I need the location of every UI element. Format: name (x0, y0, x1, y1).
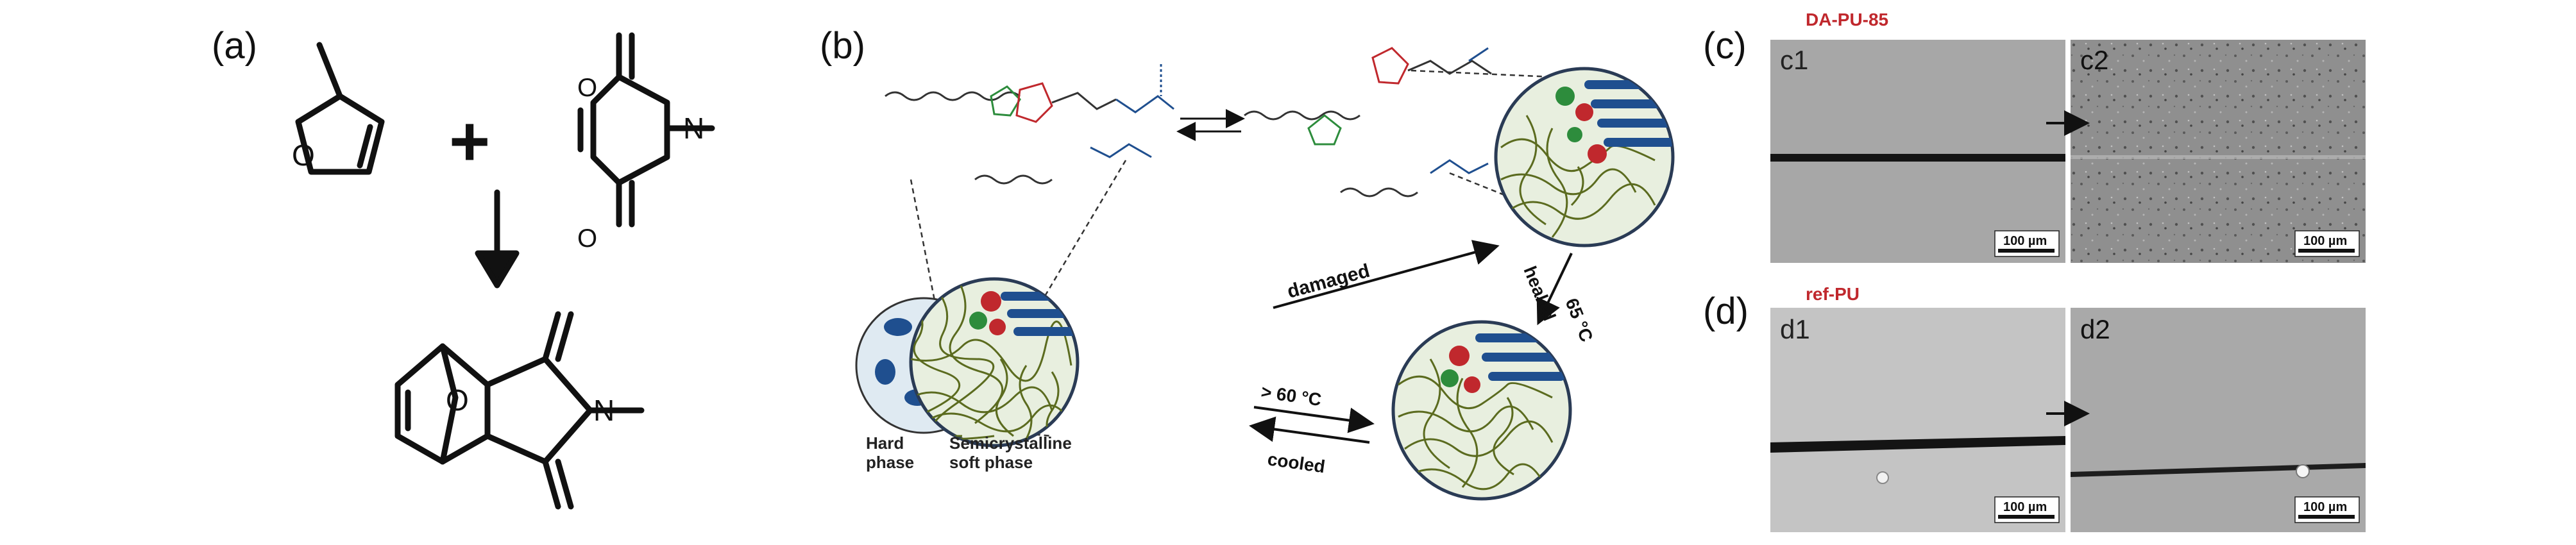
furan-oxygen-label: O (292, 138, 315, 172)
label-c2: c2 (2080, 45, 2108, 75)
scale-bar-c2 (2298, 249, 2355, 253)
plus-sign: + (449, 102, 490, 181)
hard-phase-label-1: Hard (866, 433, 904, 453)
maleimide-o-bottom: O (577, 224, 597, 253)
damaged-morphology (1494, 67, 1675, 247)
cool-arrow (1249, 416, 1370, 444)
scale-label-d2: 100 µm (2303, 500, 2347, 514)
adduct-structure (394, 311, 645, 510)
methylfuran-structure (295, 42, 385, 175)
label-c1: c1 (1780, 45, 1808, 75)
scale-bar-c1 (1998, 249, 2055, 253)
adduct-oxygen-label: O (446, 383, 469, 417)
scale-bar-d1 (1998, 515, 2055, 519)
maleimide-o-top: O (577, 74, 597, 102)
healed-arrow (1536, 253, 1573, 326)
label-d2: d2 (2080, 314, 2110, 344)
micrograph-d2 (2071, 308, 2366, 532)
maleimide-nitrogen-label: N (683, 112, 704, 145)
heal-temp-label: 65 °C (1561, 296, 1597, 345)
panel-b-diagram (855, 47, 1675, 501)
heat-arrow (1253, 406, 1375, 433)
panel-c-micrographs (1770, 40, 2366, 263)
scale-bar-d2 (2298, 515, 2355, 519)
scale-label-c2: 100 µm (2303, 234, 2347, 248)
panel-label-b: (b) (820, 25, 865, 67)
hard-phase-label-2: phase (866, 453, 914, 472)
panel-d-micrographs (1770, 308, 2366, 532)
crack-c1 (1770, 154, 2065, 162)
polymer-chain-right (1244, 110, 1360, 121)
crack-d1 (1770, 436, 2065, 453)
separated-molecules (1307, 47, 1492, 174)
panel-label-a: (a) (212, 25, 257, 67)
maleimide-structure (577, 32, 715, 228)
soft-phase-label-2: soft phase (949, 453, 1033, 472)
heat-label: > 60 °C (1260, 382, 1323, 410)
polymer-chain-left (885, 91, 1021, 101)
damaged-label: damaged (1285, 260, 1372, 303)
panel-a-diagram (295, 32, 715, 510)
panel-label-c: (c) (1703, 25, 1747, 67)
damaged-arrow (1273, 240, 1500, 309)
title-c: DA-PU-85 (1806, 10, 1888, 29)
adduct-nitrogen-label: N (593, 394, 614, 427)
scale-label-d1: 100 µm (2003, 500, 2047, 514)
healed-morphology-left (909, 277, 1080, 448)
crack-d2 (2071, 463, 2366, 477)
title-d: ref-PU (1806, 284, 1860, 304)
micrograph-c2 (2071, 40, 2366, 263)
scale-label-c1: 100 µm (2003, 234, 2047, 248)
da-adduct-molecule (990, 64, 1174, 158)
label-d1: d1 (1780, 314, 1810, 344)
cooled-label: cooled (1266, 449, 1326, 476)
micrograph-c1 (1770, 40, 2065, 263)
healed-morphology-right (1391, 320, 1572, 501)
panel-label-d: (d) (1703, 290, 1749, 332)
micrograph-d1 (1770, 308, 2065, 532)
soft-phase-label-1: Semicrystalline (949, 433, 1072, 453)
